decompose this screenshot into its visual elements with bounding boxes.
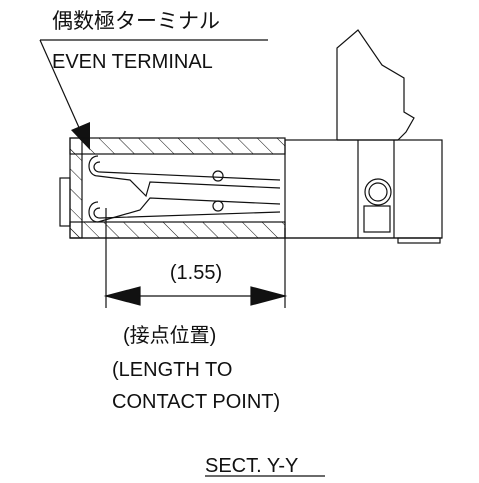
dimension-arrow-right — [250, 286, 288, 306]
contact-spring — [88, 155, 281, 223]
right-body-pocket — [363, 205, 391, 233]
even-terminal-callout: 偶数極ターミナル EVEN TERMINAL — [39, 10, 268, 150]
housing-upper-wall — [69, 137, 286, 155]
lower-contact-beam-outer — [88, 197, 281, 223]
foot-tab — [397, 237, 441, 244]
callout-leader-line — [39, 39, 82, 133]
actuator-lever — [336, 29, 415, 141]
contact-dimension — [103, 208, 288, 308]
dimension-caption-en-line2: CONTACT POINT) — [112, 391, 280, 413]
upper-contact-beam — [93, 161, 281, 181]
upper-contact-beam-outer — [88, 155, 281, 198]
dimension-caption-jp: (接点位置) — [123, 324, 216, 347]
housing-section — [59, 29, 443, 244]
cam-shaft-circle — [364, 178, 392, 206]
callout-label-en: EVEN TERMINAL — [52, 51, 213, 73]
cam-shaft-inner — [368, 182, 388, 202]
lower-contact-beam — [93, 207, 281, 219]
section-label: SECT. Y-Y — [205, 455, 298, 477]
upper-contact-bump — [212, 170, 224, 182]
housing-lower-wall — [69, 221, 286, 239]
left-lead — [59, 177, 71, 227]
housing-end-wall — [69, 137, 83, 239]
dimension-value: (1.55) — [170, 262, 222, 284]
callout-label-jp: 偶数極ターミナル — [52, 10, 220, 33]
lower-contact-bump — [212, 200, 224, 212]
dimension-caption-en-line1: (LENGTH TO — [112, 359, 232, 381]
dimension-arrow-left — [103, 286, 141, 306]
